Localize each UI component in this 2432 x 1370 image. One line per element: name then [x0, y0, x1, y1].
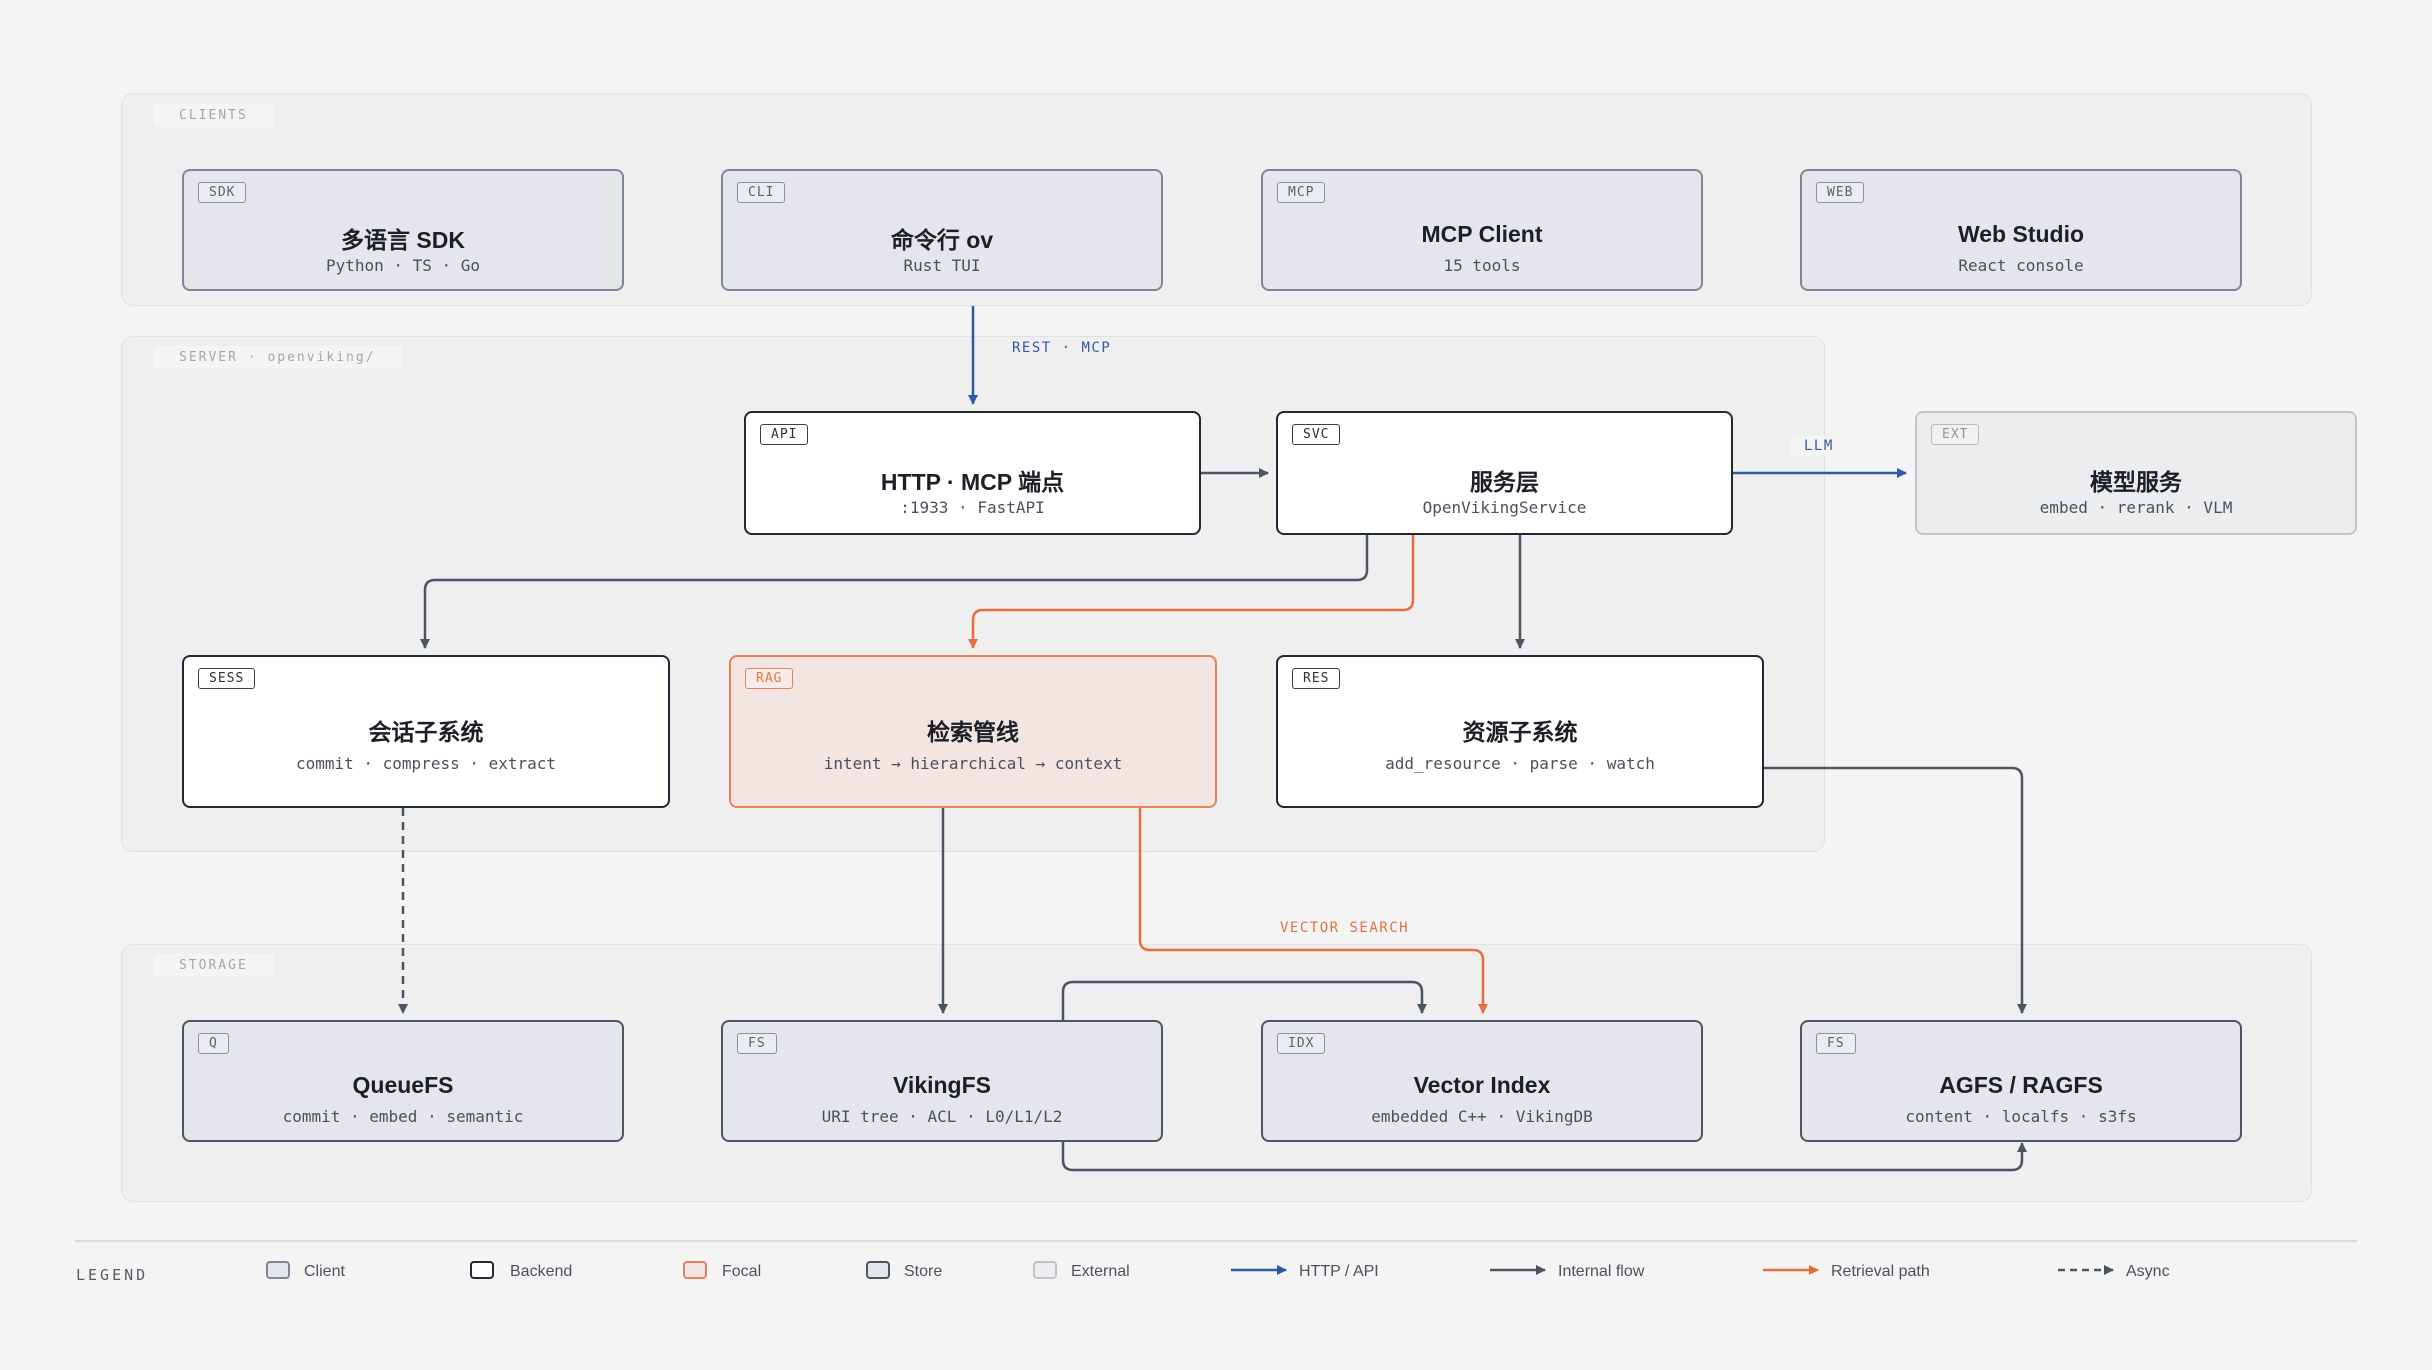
edge-res-agfs — [1764, 766, 2027, 1014]
legend-http-label: HTTP / API — [1299, 1263, 1379, 1280]
edge-label-rest-mcp: REST · MCP — [998, 338, 1126, 358]
node-vikingfs-title: VikingFS — [893, 1072, 991, 1098]
node-vector-tag: IDX — [1277, 1033, 1326, 1054]
node-mcp-tag: MCP — [1277, 182, 1326, 203]
legend-external-label: External — [1071, 1263, 1130, 1280]
legend-focal-label: Focal — [722, 1263, 762, 1280]
node-vector-sub: embedded C++ · VikingDB — [1371, 1107, 1593, 1126]
node-ext-title: 模型服务 — [2090, 469, 2182, 495]
node-svc-title: 服务层 — [1470, 469, 1539, 495]
node-sdk[interactable]: SDK 多语言 SDK Python · TS · Go — [182, 169, 624, 291]
node-res-title: 资源子系统 — [1462, 719, 1578, 745]
legend-backend-swatch — [470, 1261, 494, 1279]
node-agfs-sub: content · localfs · s3fs — [1905, 1107, 2137, 1126]
node-queuefs-sub: commit · embed · semantic — [282, 1107, 524, 1126]
node-agfs[interactable]: FS AGFS / RAGFS content · localfs · s3fs — [1800, 1020, 2242, 1142]
node-vikingfs-tag: FS — [737, 1033, 777, 1054]
legend-async-label: Async — [2126, 1263, 2170, 1280]
node-api-title: HTTP · MCP 端点 — [880, 469, 1065, 495]
legend-focal-swatch — [683, 1261, 707, 1279]
node-svc-sub: OpenVikingService — [1422, 498, 1587, 517]
node-api-tag: API — [760, 424, 809, 445]
storage-region-label: STORAGE — [153, 954, 274, 977]
clients-region-label: CLIENTS — [153, 104, 274, 127]
node-sess-title: 会话子系统 — [368, 719, 484, 745]
node-vector[interactable]: IDX Vector Index embedded C++ · VikingDB — [1261, 1020, 1703, 1142]
node-rag-tag: RAG — [745, 668, 794, 689]
node-api[interactable]: API HTTP · MCP 端点 :1933 · FastAPI — [744, 411, 1201, 535]
legend-title: LEGEND — [76, 1266, 149, 1284]
node-rag-title: 检索管线 — [927, 719, 1019, 745]
node-web-sub: React console — [1958, 256, 2084, 275]
node-svc[interactable]: SVC 服务层 OpenVikingService — [1276, 411, 1733, 535]
legend-divider — [75, 1240, 2357, 1242]
node-sess-tag: SESS — [198, 668, 256, 689]
node-mcp[interactable]: MCP MCP Client 15 tools — [1261, 169, 1703, 291]
legend-backend-label: Backend — [510, 1263, 573, 1280]
edge-svc-sess — [420, 535, 1369, 649]
edge-vikingfs-agfs — [1061, 1140, 2027, 1172]
server-region-label: SERVER · openviking/ — [153, 346, 402, 369]
node-ext-sub: embed · rerank · VLM — [2039, 498, 2233, 517]
node-agfs-tag: FS — [1816, 1033, 1856, 1054]
node-vikingfs[interactable]: FS VikingFS URI tree · ACL · L0/L1/L2 — [721, 1020, 1163, 1142]
node-queuefs-title: QueueFS — [352, 1072, 454, 1098]
node-rag[interactable]: RAG 检索管线 intent → hierarchical → context — [729, 655, 1217, 808]
node-sess-sub: commit · compress · extract — [295, 754, 557, 773]
node-api-sub: :1933 · FastAPI — [900, 498, 1045, 517]
node-sess[interactable]: SESS 会话子系统 commit · compress · extract — [182, 655, 670, 808]
legend-internal-label: Internal flow — [1558, 1263, 1645, 1280]
node-cli-title: 命令行 ov — [890, 227, 994, 253]
legend-line-swatches — [1231, 1265, 2114, 1275]
node-mcp-title: MCP Client — [1421, 221, 1543, 247]
legend-external-swatch — [1033, 1261, 1057, 1279]
node-cli[interactable]: CLI 命令行 ov Rust TUI — [721, 169, 1163, 291]
edge-vikingfs-vector — [1061, 980, 1427, 1020]
node-sdk-tag: SDK — [198, 182, 247, 203]
node-vikingfs-sub: URI tree · ACL · L0/L1/L2 — [821, 1107, 1063, 1126]
node-agfs-title: AGFS / RAGFS — [1939, 1072, 2103, 1098]
legend-retrieval-label: Retrieval path — [1831, 1263, 1930, 1280]
node-web-title: Web Studio — [1957, 221, 2085, 247]
node-ext[interactable]: EXT 模型服务 embed · rerank · VLM — [1915, 411, 2357, 535]
node-vector-title: Vector Index — [1413, 1072, 1551, 1098]
legend-client-label: Client — [304, 1263, 345, 1280]
node-rag-sub: intent → hierarchical → context — [823, 754, 1123, 773]
node-queuefs-tag: Q — [198, 1033, 229, 1054]
edge-rag-vector — [1138, 808, 1488, 1014]
node-ext-tag: EXT — [1931, 424, 1980, 445]
node-sdk-sub: Python · TS · Go — [325, 256, 481, 275]
legend-client-swatch — [266, 1261, 290, 1279]
node-web[interactable]: WEB Web Studio React console — [1800, 169, 2242, 291]
edge-label-llm: LLM — [1790, 436, 1848, 456]
node-cli-tag: CLI — [737, 182, 786, 203]
node-res-tag: RES — [1292, 668, 1341, 689]
edge-label-vector-search: VECTOR SEARCH — [1266, 918, 1424, 938]
node-web-tag: WEB — [1816, 182, 1865, 203]
node-res[interactable]: RES 资源子系统 add_resource · parse · watch — [1276, 655, 1764, 808]
edge-svc-rag — [968, 535, 1415, 649]
node-res-sub: add_resource · parse · watch — [1385, 754, 1655, 773]
node-queuefs[interactable]: Q QueueFS commit · embed · semantic — [182, 1020, 624, 1142]
legend-store-label: Store — [904, 1263, 943, 1280]
node-svc-tag: SVC — [1292, 424, 1341, 445]
node-mcp-sub: 15 tools — [1443, 256, 1521, 275]
legend-store-swatch — [866, 1261, 890, 1279]
node-sdk-title: 多语言 SDK — [341, 227, 465, 253]
node-cli-sub: Rust TUI — [903, 256, 981, 275]
